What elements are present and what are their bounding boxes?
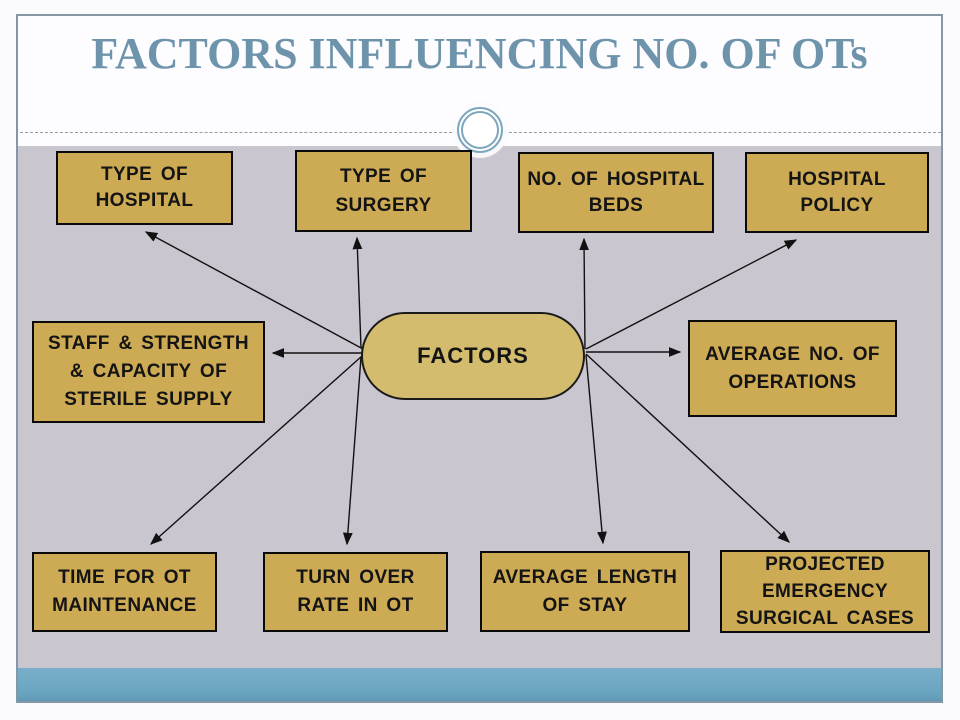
node-average-length-of-stay: AVERAGE LENGTH OF STAY: [480, 551, 690, 632]
slide-border-frame: [16, 14, 943, 703]
node-no-of-hospital-beds: NO. OF HOSPITAL BEDS: [518, 152, 714, 233]
node-staff-strength-capacity: STAFF & STRENGTH & CAPACITY OF STERILE S…: [32, 321, 265, 423]
node-hospital-policy: HOSPITAL POLICY: [745, 152, 929, 233]
node-projected-emergency-surgical-cases: PROJECTED EMERGENCY SURGICAL CASES: [720, 550, 930, 633]
node-factors-center: FACTORS: [361, 312, 585, 400]
footer-accent-bar: [18, 668, 941, 702]
node-type-of-surgery: TYPE OF SURGERY: [295, 150, 472, 232]
node-type-of-hospital: TYPE OF HOSPITAL: [56, 151, 233, 225]
node-average-no-of-operations: AVERAGE NO. OF OPERATIONS: [688, 320, 897, 417]
slide-title: FACTORS INFLUENCING NO. OF OTs: [91, 29, 868, 78]
separator-circle-inner-ring: [461, 111, 499, 149]
node-turn-over-rate-in-ot: TURN OVER RATE IN OT: [263, 552, 448, 632]
separator-circle-ornament-icon: [457, 107, 503, 153]
node-time-for-ot-maintenance: TIME FOR OT MAINTENANCE: [32, 552, 217, 632]
